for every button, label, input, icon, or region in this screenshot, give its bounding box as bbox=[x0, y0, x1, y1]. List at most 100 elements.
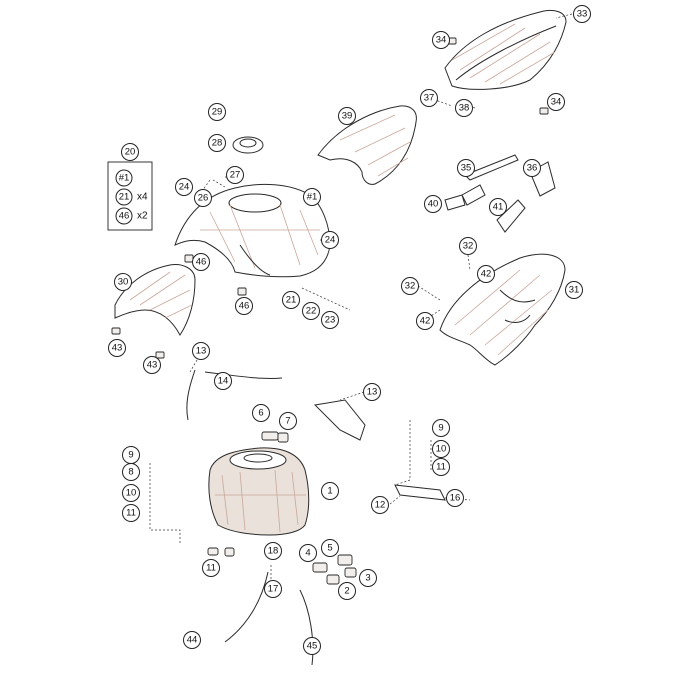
callout-47: 4 bbox=[299, 544, 317, 562]
callout-circle bbox=[226, 166, 244, 184]
callout-label: 43 bbox=[147, 360, 158, 371]
callout-label: 45 bbox=[307, 641, 318, 652]
callout-9: 40 bbox=[424, 195, 442, 213]
callout-label: #1 bbox=[307, 192, 318, 203]
callout-circle bbox=[321, 482, 339, 500]
callout-label: 11 bbox=[206, 563, 216, 574]
callout-40: 1 bbox=[321, 482, 339, 500]
callout-31: 13 bbox=[192, 342, 210, 360]
callout-circle bbox=[371, 496, 389, 514]
callout-label: 1 bbox=[327, 486, 332, 497]
callout-20: 46 bbox=[235, 297, 253, 315]
callout-circle bbox=[547, 93, 565, 111]
callout-label: 24 bbox=[325, 235, 336, 246]
callout-label: 32 bbox=[463, 241, 474, 252]
callout-label: 33 bbox=[577, 9, 588, 20]
callout-circle bbox=[279, 412, 297, 430]
callout-28: 31 bbox=[565, 281, 583, 299]
callout-circle bbox=[175, 178, 193, 196]
legend-row-3-item: 46 bbox=[119, 211, 130, 222]
callout-label: 2 bbox=[344, 586, 349, 597]
callout-circle bbox=[446, 489, 464, 507]
callout-circle bbox=[455, 99, 473, 117]
callout-circle bbox=[432, 31, 450, 49]
callout-46: 18 bbox=[264, 542, 282, 560]
callout-circle bbox=[299, 544, 317, 562]
callout-circle bbox=[459, 237, 477, 255]
callout-label: 46 bbox=[196, 257, 207, 268]
callout-29: 43 bbox=[108, 339, 126, 357]
callout-label: 10 bbox=[436, 444, 447, 455]
callout-circle bbox=[122, 463, 140, 481]
callout-6: 39 bbox=[338, 107, 356, 125]
callout-circle bbox=[359, 569, 377, 587]
rider-seat bbox=[444, 9, 567, 90]
callout-label: 18 bbox=[268, 546, 279, 557]
callout-label: 29 bbox=[212, 107, 223, 118]
callout-label: 41 bbox=[493, 202, 504, 213]
legend-row-2-qty: x4 bbox=[137, 192, 148, 203]
callout-34: 6 bbox=[252, 404, 270, 422]
callout-circle bbox=[108, 339, 126, 357]
callout-50: 2 bbox=[338, 582, 356, 600]
callout-35: 7 bbox=[279, 412, 297, 430]
callout-label: 11 bbox=[126, 508, 136, 519]
callout-label: 4 bbox=[305, 548, 310, 559]
callout-circle bbox=[208, 134, 226, 152]
callout-circle bbox=[432, 440, 450, 458]
filler-cap bbox=[232, 136, 264, 154]
callout-43: 11 bbox=[432, 458, 450, 476]
callout-circle bbox=[192, 342, 210, 360]
callout-circle bbox=[573, 5, 591, 23]
callout-label: 12 bbox=[375, 500, 386, 511]
callout-36: 9 bbox=[122, 446, 140, 464]
callout-16: #1 bbox=[303, 188, 321, 206]
callout-1: 33 bbox=[573, 5, 591, 23]
callout-circle bbox=[321, 311, 339, 329]
callout-circle bbox=[264, 542, 282, 560]
callout-circle bbox=[282, 291, 300, 309]
callout-label: 5 bbox=[327, 543, 332, 554]
callout-circle bbox=[183, 631, 201, 649]
side-cover bbox=[114, 264, 196, 336]
callout-circle bbox=[420, 89, 438, 107]
callout-3: 37 bbox=[420, 89, 438, 107]
callout-circle bbox=[489, 198, 507, 216]
callout-circle bbox=[321, 539, 339, 557]
callout-51: 11 bbox=[202, 559, 220, 577]
callout-24: 32 bbox=[459, 237, 477, 255]
callout-label: 38 bbox=[459, 103, 470, 114]
callout-label: 7 bbox=[285, 416, 290, 427]
callout-circle bbox=[432, 458, 450, 476]
callout-circle bbox=[523, 159, 541, 177]
callout-label: 10 bbox=[126, 488, 137, 499]
callout-circle bbox=[235, 297, 253, 315]
callout-circle bbox=[202, 559, 220, 577]
callout-label: 8 bbox=[128, 467, 133, 478]
callout-label: 24 bbox=[179, 182, 190, 193]
legend-row-3: 46 bbox=[115, 207, 133, 225]
callout-label: 35 bbox=[461, 163, 472, 174]
callout-12: 28 bbox=[208, 134, 226, 152]
callout-21: 21 bbox=[282, 291, 300, 309]
callout-22: 22 bbox=[302, 302, 320, 320]
callout-label: 40 bbox=[428, 199, 439, 210]
legend-title-text: 20 bbox=[125, 147, 136, 158]
callout-4: 38 bbox=[455, 99, 473, 117]
callout-label: 3 bbox=[365, 573, 370, 584]
callout-49: 3 bbox=[359, 569, 377, 587]
callout-7: 35 bbox=[457, 159, 475, 177]
callout-circle bbox=[252, 404, 270, 422]
callout-circle bbox=[122, 504, 140, 522]
callout-circle bbox=[302, 302, 320, 320]
callout-26: 32 bbox=[401, 277, 419, 295]
callout-circle bbox=[321, 231, 339, 249]
callout-54: 45 bbox=[303, 637, 321, 655]
legend-title: 20 bbox=[121, 143, 139, 161]
callout-label: 30 bbox=[118, 277, 129, 288]
legend-row-3-qty: x2 bbox=[137, 211, 148, 222]
callout-circle bbox=[143, 356, 161, 374]
callout-circle bbox=[363, 383, 381, 401]
callout-circle bbox=[338, 107, 356, 125]
